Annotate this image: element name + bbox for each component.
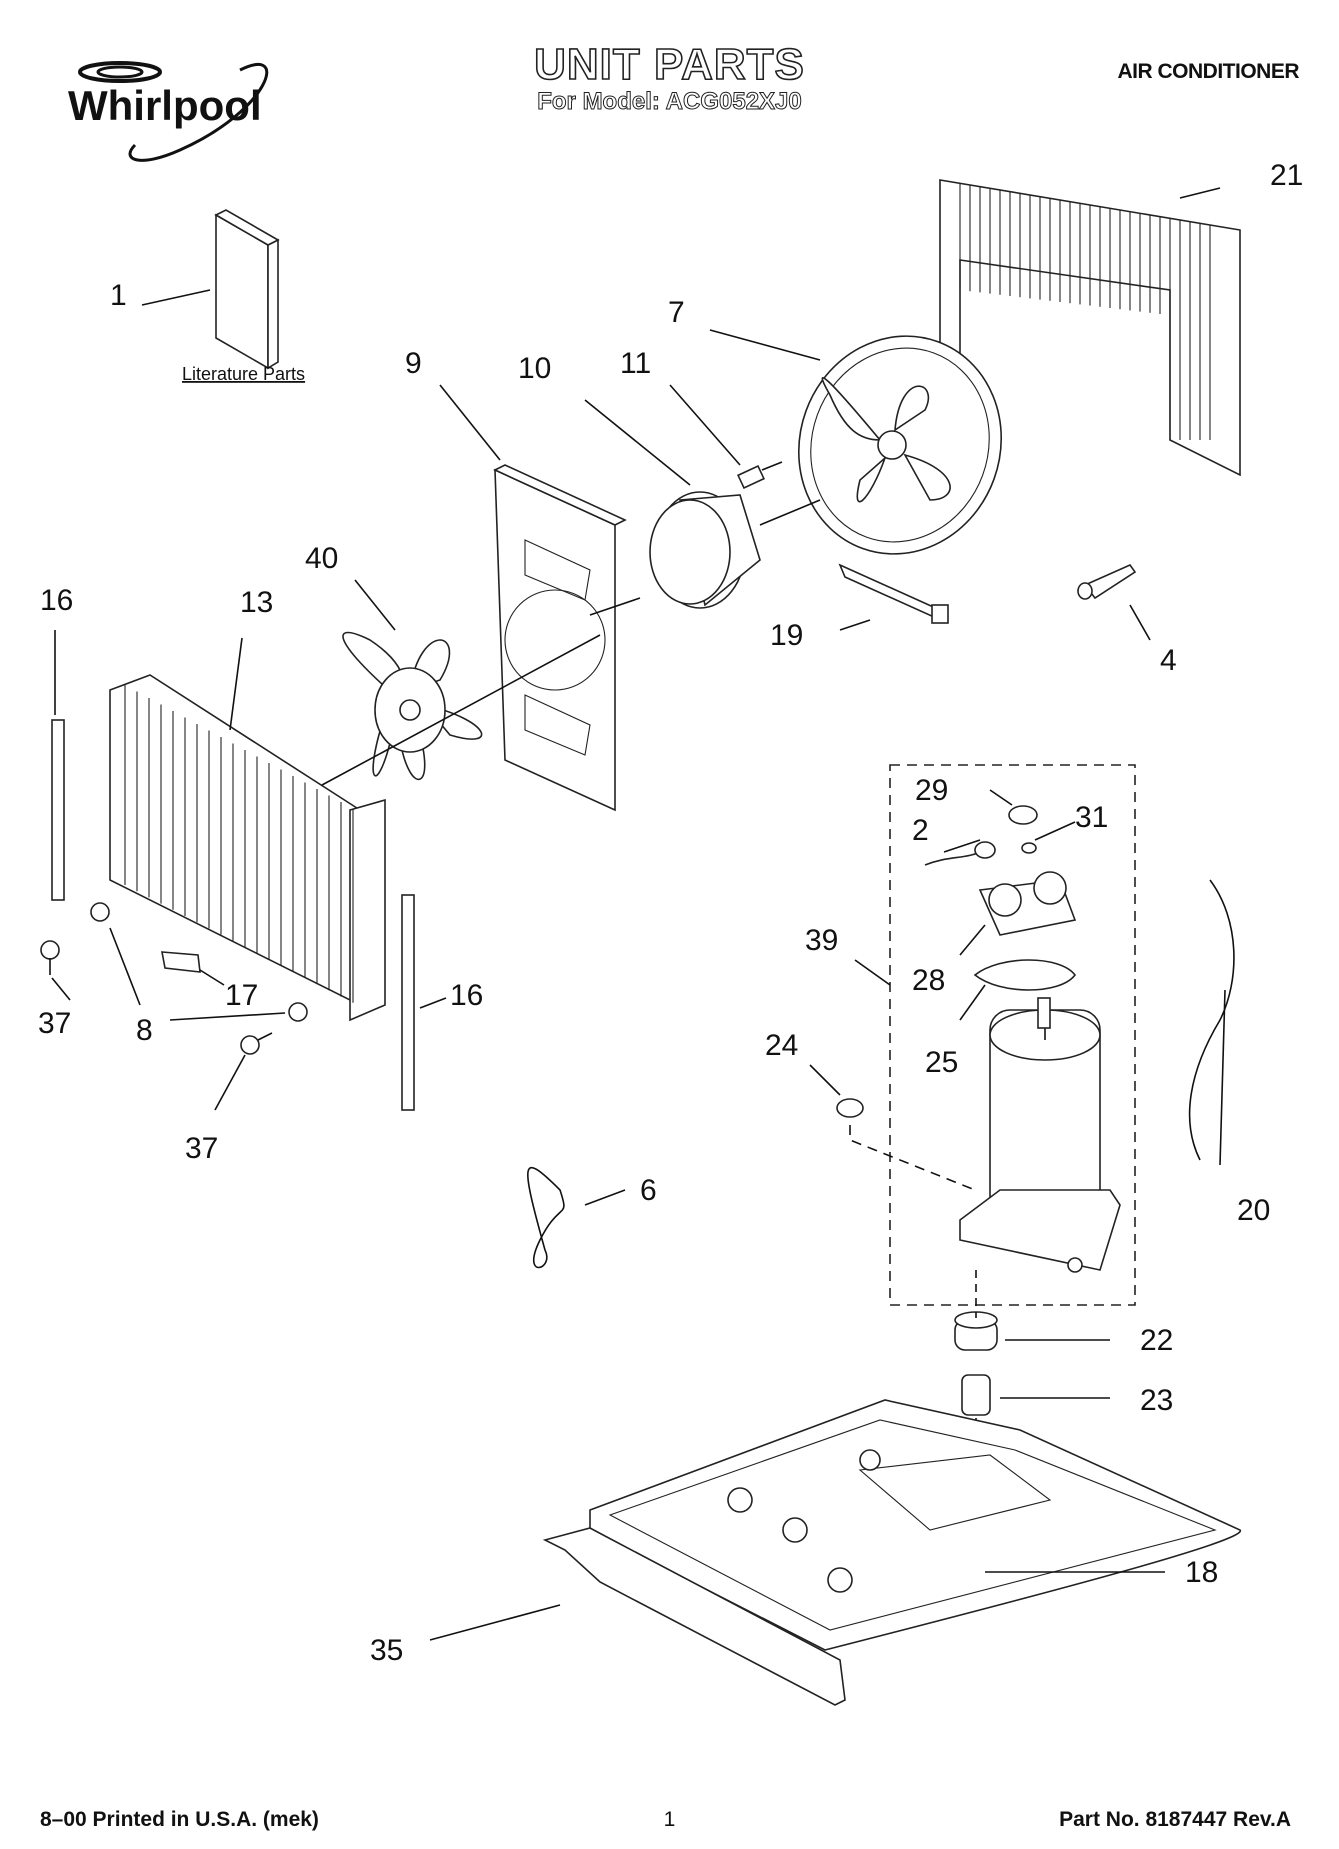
- footer-part-number: Part No. 8187447 Rev.A: [1059, 1808, 1291, 1831]
- callout-35: 35: [370, 1634, 403, 1667]
- part-blower-wheel: [321, 631, 601, 786]
- part-overload-cover: [924, 805, 1077, 991]
- part-screw-37b: [240, 1032, 273, 1055]
- callout-23: 23: [1140, 1384, 1173, 1417]
- part-gasket: [542, 1527, 846, 1706]
- part-wire-clip: [527, 1166, 565, 1269]
- footer-page-number: 1: [663, 1808, 676, 1831]
- callout-16-right: 16: [450, 979, 483, 1012]
- part-literature: [214, 209, 280, 370]
- part-condenser-coil: [939, 179, 1241, 477]
- footer-print-info: 8–00 Printed in U.S.A. (mek): [40, 1808, 319, 1831]
- callout-18: 18: [1185, 1556, 1218, 1589]
- callout-11: 11: [620, 347, 651, 380]
- part-base-pan: [589, 1399, 1241, 1651]
- whirlpool-logo: Whirlpool: [68, 61, 269, 162]
- callout-37-bottom: 37: [185, 1132, 218, 1165]
- callout-31: 31: [1075, 801, 1108, 834]
- page-title: UNIT PARTS: [533, 39, 805, 90]
- part-clip-17: [161, 951, 201, 973]
- brand-name: Whirlpool: [68, 82, 262, 129]
- callout-20: 20: [1237, 1194, 1270, 1227]
- callout-40: 40: [305, 542, 338, 575]
- callout-25: 25: [925, 1046, 958, 1079]
- model-subtitle: For Model: ACG052XJ0: [537, 88, 803, 116]
- callout-9: 9: [405, 347, 422, 380]
- part-screw-11: [737, 461, 783, 490]
- part-grommet-8a: [90, 902, 110, 922]
- callout-19: 19: [770, 619, 803, 652]
- callout-21: 21: [1270, 159, 1303, 192]
- part-mount-22: [954, 1311, 998, 1351]
- callout-13: 13: [240, 586, 273, 619]
- part-foam-strip-right: [401, 894, 415, 1111]
- callout-1: 1: [110, 279, 127, 312]
- callout-16-left: 16: [40, 584, 73, 617]
- callout-39: 39: [805, 924, 838, 957]
- callout-10: 10: [518, 352, 551, 385]
- product-category: AIR CONDITIONER: [1117, 60, 1300, 83]
- callout-24: 24: [765, 1029, 798, 1062]
- part-fan-motor: [589, 491, 821, 616]
- part-grommet-24: [836, 1098, 864, 1118]
- leader-lines: [51, 187, 1226, 1641]
- literature-parts-label: Literature Parts: [182, 364, 305, 384]
- part-foam-strip-left: [51, 719, 65, 901]
- callout-17: 17: [225, 979, 258, 1012]
- part-screw-37a: [40, 940, 60, 975]
- part-evaporator-coil: [109, 674, 386, 1022]
- callout-6: 6: [640, 1174, 657, 1207]
- callout-29: 29: [915, 774, 948, 807]
- part-motor-bracket: [493, 464, 627, 812]
- callout-8: 8: [136, 1014, 153, 1047]
- part-grommet-8b: [288, 1002, 308, 1022]
- callout-22: 22: [1140, 1324, 1173, 1357]
- callout-37-left: 37: [38, 1007, 71, 1040]
- part-sleeve-23: [961, 1374, 991, 1416]
- part-thermistor: [1077, 564, 1137, 600]
- part-compressor: [959, 997, 1121, 1273]
- callout-7: 7: [668, 296, 685, 329]
- callout-4: 4: [1160, 644, 1177, 677]
- part-condenser-fan: [797, 335, 1003, 555]
- part-cable-tie: [838, 563, 949, 624]
- callout-2: 2: [912, 814, 929, 847]
- compressor-assembly-box: [889, 764, 1136, 1306]
- part-wire-harness: [1188, 879, 1235, 1161]
- callout-28: 28: [912, 964, 945, 997]
